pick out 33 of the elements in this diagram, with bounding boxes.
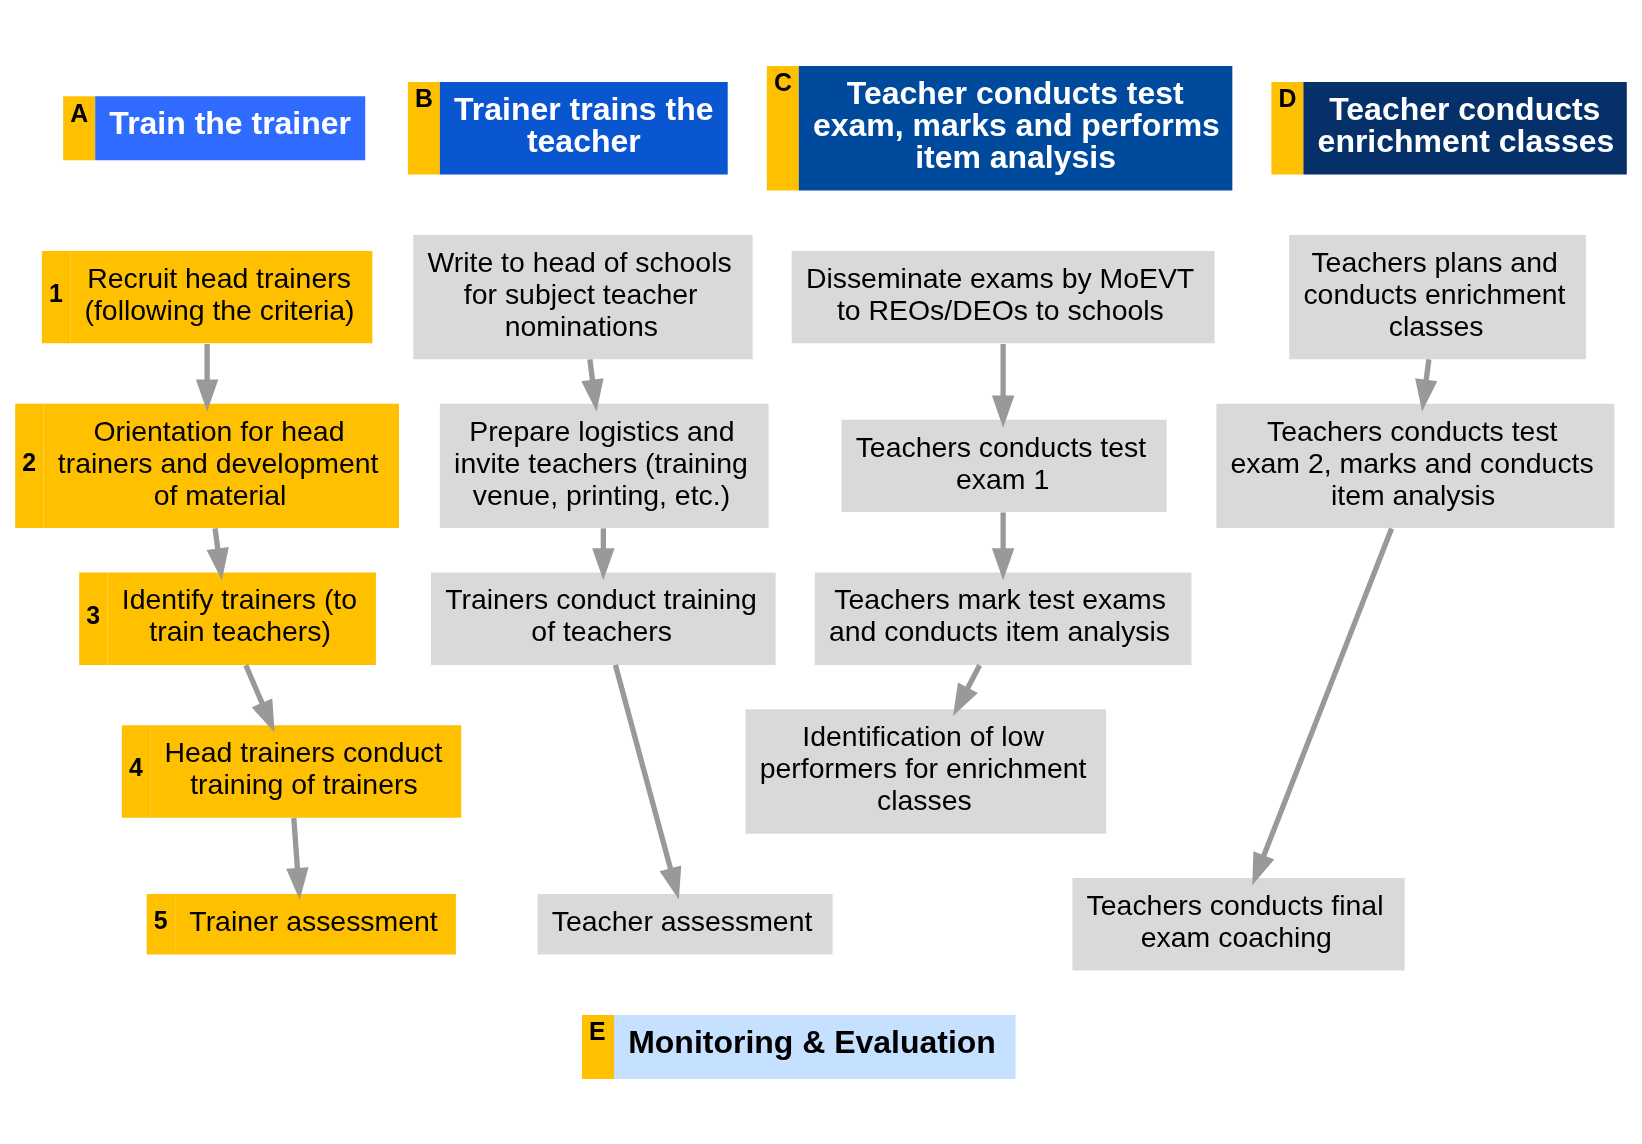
node-label: E (589, 1016, 606, 1045)
node-box: Trainers conduct training of teachers (431, 572, 776, 665)
arrow (991, 343, 1015, 428)
node-box: Teachers conducts test exam 2, marks and conducts item analysis (1216, 403, 1615, 528)
node-box: Teachers conducts final exam coaching (1072, 877, 1405, 970)
node-box: Prepare logistics and invite teachers (training venue, printing, etc.) (439, 403, 769, 528)
node-label: B (415, 83, 433, 112)
arrow (953, 663, 983, 716)
arrow (1252, 527, 1395, 885)
node-label: C (773, 67, 792, 96)
node-label: D (1278, 83, 1297, 112)
node-label: 5 (153, 905, 168, 934)
node-box: Teachers mark test exams and conducts item analysis (814, 572, 1192, 665)
arrow (612, 663, 682, 899)
arrow (1415, 358, 1438, 411)
node-box: Teacher assessment (537, 893, 833, 954)
arrow (286, 817, 309, 900)
arrow (206, 527, 229, 580)
node-label: 3 (86, 599, 101, 628)
node-label: A (70, 98, 89, 127)
node-label: 2 (22, 447, 37, 476)
node-box: Teachers conducts test exam 1 (841, 419, 1167, 512)
arrow (581, 358, 604, 411)
arrow (243, 663, 275, 732)
node-box: Identification of low performers for enrichment classes (745, 708, 1107, 834)
node-label: 1 (48, 278, 63, 307)
node-box: Write to head of schools for subject teacher nominations (413, 234, 753, 359)
arrow (991, 511, 1015, 580)
node-box: Disseminate exams by MoEVT to REOs/DEOs to schools (791, 250, 1215, 343)
arrow (195, 343, 219, 412)
arrow (592, 527, 615, 580)
node-box: Teachers plans and conducts enrichment classes (1289, 234, 1586, 359)
node-label: 4 (128, 752, 143, 781)
